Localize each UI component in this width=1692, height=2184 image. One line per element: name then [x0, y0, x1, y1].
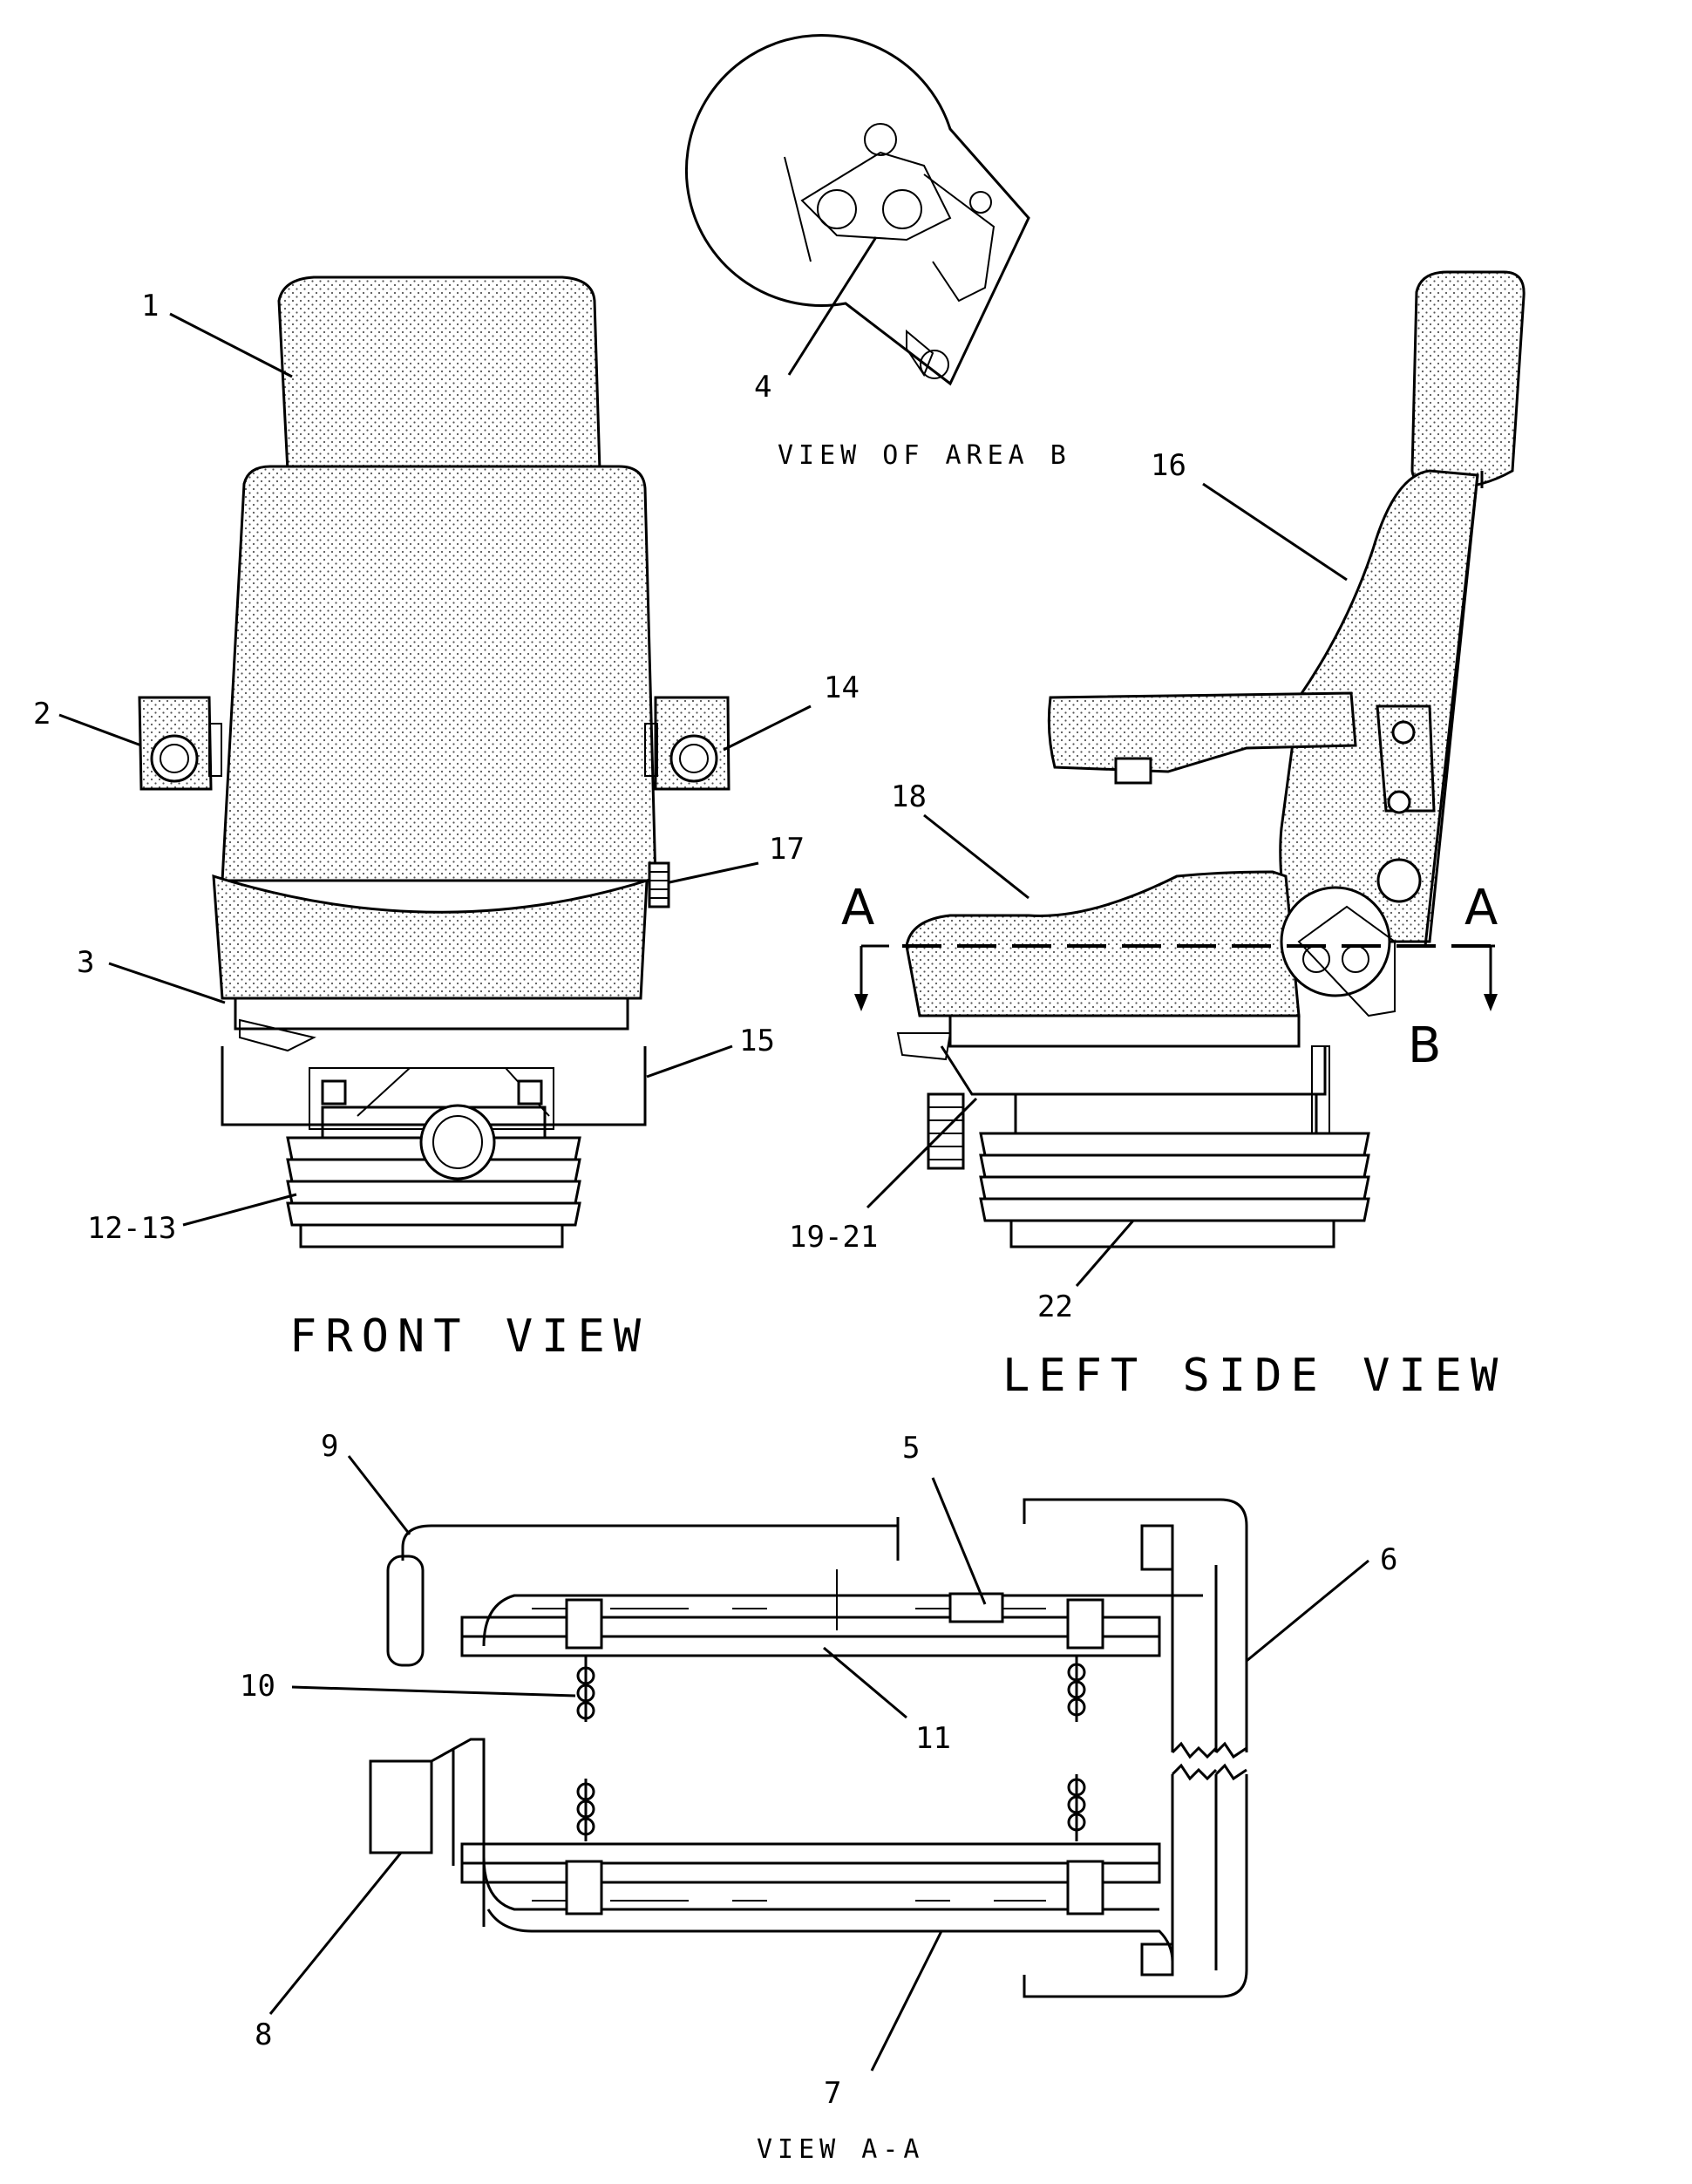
area-b-detail — [684, 33, 1030, 386]
view-label-a-a: VIEW A-A — [757, 2134, 925, 2165]
callout-16: 16 — [1151, 448, 1186, 483]
front-view-seat — [138, 276, 730, 1248]
callout-1: 1 — [141, 289, 159, 323]
leader-lines — [58, 236, 1369, 2072]
callout-15: 15 — [739, 1024, 775, 1058]
view-label-left-side: LEFT SIDE VIEW — [1002, 1350, 1506, 1402]
view-label-front: FRONT VIEW — [289, 1310, 649, 1363]
section-mark-a-right: A — [1464, 880, 1498, 936]
callout-9: 9 — [321, 1429, 338, 1464]
callout-2: 2 — [33, 697, 51, 731]
section-mark-a-left: A — [841, 880, 874, 936]
callout-12-13: 12-13 — [87, 1211, 176, 1246]
callout-7: 7 — [824, 2076, 841, 2111]
callout-5: 5 — [902, 1431, 920, 1466]
callout-4: 4 — [754, 370, 771, 405]
view-labels: VIEW OF AREA B FRONT VIEW LEFT SIDE VIEW… — [289, 440, 1506, 2165]
view-label-area-b: VIEW OF AREA B — [778, 440, 1071, 471]
section-a-a-view — [369, 1498, 1248, 1998]
callout-10: 10 — [240, 1669, 275, 1704]
callout-22: 22 — [1037, 1289, 1073, 1324]
callout-14: 14 — [824, 670, 860, 705]
callout-11: 11 — [915, 1721, 951, 1756]
section-mark-b: B — [1408, 1017, 1441, 1074]
callout-8: 8 — [255, 2017, 272, 2052]
callout-19-21: 19-21 — [789, 1220, 878, 1255]
section-marks: A A B — [841, 880, 1498, 1074]
callout-3: 3 — [77, 945, 94, 980]
callout-18: 18 — [891, 779, 927, 814]
left-side-view-seat — [854, 270, 1526, 1248]
callout-6: 6 — [1380, 1542, 1397, 1577]
callout-17: 17 — [769, 832, 805, 867]
callout-labels: 1 2 3 4 5 6 7 8 9 10 11 12-13 14 15 16 1… — [33, 289, 1397, 2111]
